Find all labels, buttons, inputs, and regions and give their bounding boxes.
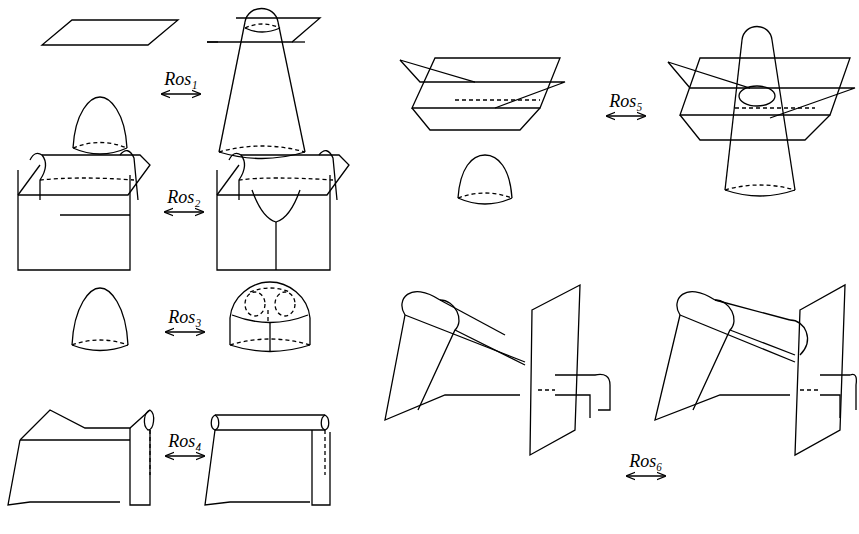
move-label: Ros₃ <box>168 308 201 326</box>
move-label: Ros₁ <box>164 70 197 88</box>
move-label: Ros₅ <box>609 92 642 110</box>
move-label: Ros₆ <box>629 452 662 470</box>
move-label: Ros₄ <box>168 432 201 450</box>
move-label: Ros₂ <box>167 188 200 206</box>
